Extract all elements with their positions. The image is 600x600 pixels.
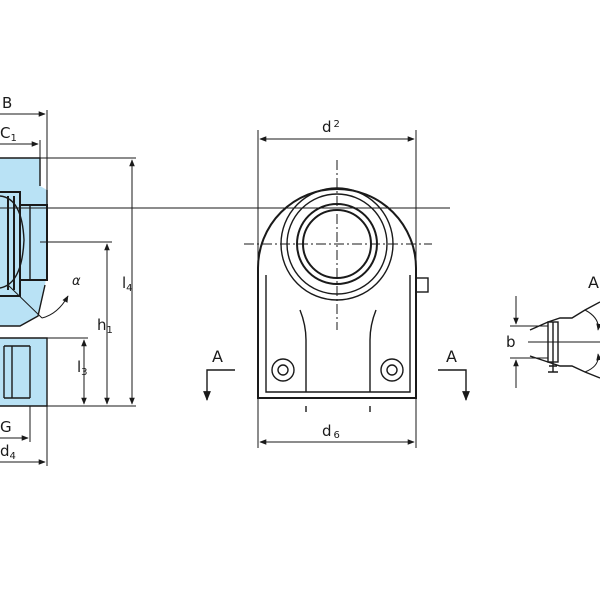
section-marker-left: A xyxy=(203,347,235,401)
alpha-label: α xyxy=(72,274,81,289)
grease-nipple xyxy=(415,277,429,293)
detail-body xyxy=(529,301,600,379)
side-bearing-outline xyxy=(0,191,48,297)
svg-text:A: A xyxy=(212,347,223,366)
neck-bottom xyxy=(305,406,371,412)
G-label: G xyxy=(0,418,12,436)
right-bolt xyxy=(380,358,404,382)
side-shank-detail xyxy=(3,345,31,399)
left-bolt xyxy=(271,358,295,382)
detail-title: A xyxy=(588,273,599,292)
svg-text:A: A xyxy=(446,347,457,366)
h1-label: h1 xyxy=(97,316,113,336)
housing-inner-neck xyxy=(265,275,411,393)
detail-view-A: A b xyxy=(506,273,600,388)
alpha-arc xyxy=(41,295,69,319)
l3-label: l3 xyxy=(77,358,88,378)
C1-label: C1 xyxy=(0,124,17,144)
b-label: b xyxy=(506,333,516,351)
alpha-line xyxy=(7,284,43,319)
l4-label: l4 xyxy=(122,274,133,294)
detail-screw xyxy=(548,322,558,373)
side-ring-curve xyxy=(0,195,25,289)
side-section-fill-lower xyxy=(0,338,47,406)
d4-label: d4 xyxy=(0,442,16,462)
side-view: α l4 h1 l3 B C1 G d4 xyxy=(0,94,450,466)
housing-outline xyxy=(257,188,417,399)
detail-arc-bottom xyxy=(584,353,600,373)
detail-arc-top xyxy=(584,309,600,331)
section-marker-right: A xyxy=(438,347,470,401)
B-label: B xyxy=(2,94,12,112)
